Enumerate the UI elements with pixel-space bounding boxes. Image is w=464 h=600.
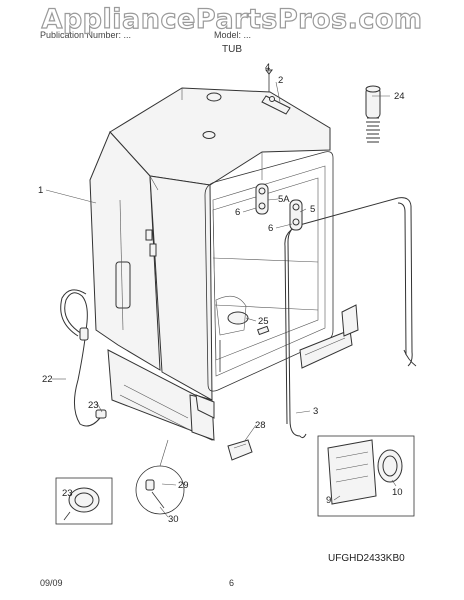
diagram-code: UFGHD2433KB0 (328, 553, 405, 564)
part-28 (227, 439, 253, 461)
inset-circle (135, 465, 185, 515)
callout-10: 10 (392, 487, 403, 498)
callout-24: 24 (394, 91, 405, 102)
callout-25: 25 (258, 316, 269, 327)
callout-2: 2 (278, 75, 283, 86)
callout-28: 28 (255, 420, 266, 431)
footer-page-number: 6 (229, 578, 235, 588)
callout-1: 1 (38, 185, 43, 196)
tub-body (89, 87, 359, 441)
callout-5a: 5A (278, 194, 290, 205)
callout-6-right: 6 (268, 223, 273, 234)
section-title: TUB (222, 44, 242, 55)
publication-header: Publication Number: ... (40, 30, 132, 40)
callout-9: 9 (326, 495, 331, 506)
callout-5: 5 (310, 204, 315, 215)
callout-23-inset: 23 (62, 488, 73, 499)
callout-6-left: 6 (235, 207, 240, 218)
model-header: Model: ... (214, 30, 252, 40)
callout-29: 29 (178, 480, 189, 491)
clip (261, 95, 291, 115)
inset-panel (317, 435, 415, 517)
callout-30: 30 (168, 514, 179, 525)
callout-3: 3 (313, 406, 318, 417)
callout-22: 22 (42, 374, 53, 385)
callout-4: 4 (265, 62, 270, 73)
door-gasket (287, 197, 417, 439)
footer-date: 09/09 (40, 578, 63, 588)
callout-23-hose: 23 (88, 400, 99, 411)
inset-clamp (55, 477, 113, 525)
leader-lines (45, 66, 397, 518)
